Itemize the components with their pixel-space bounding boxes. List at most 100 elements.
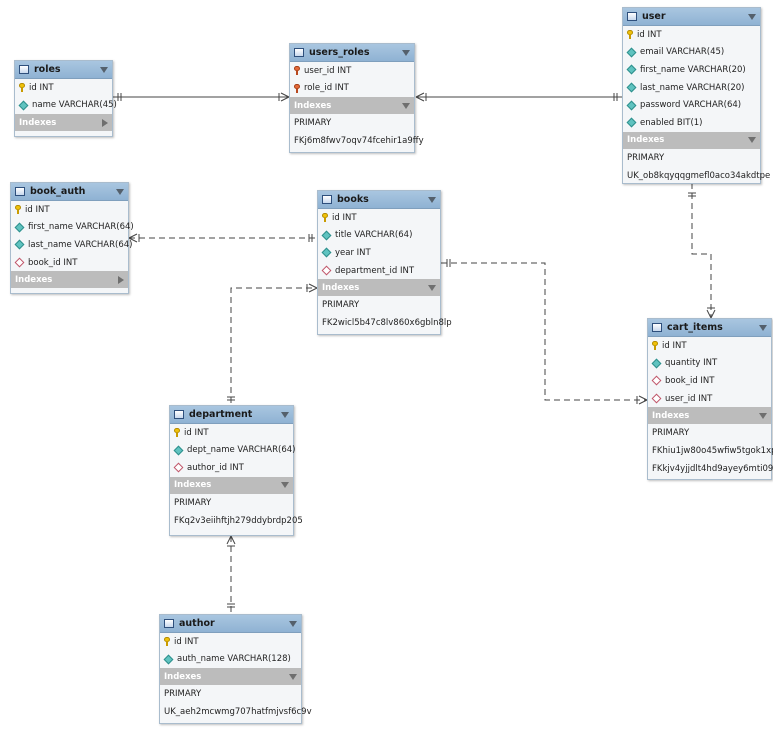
foreign-key-column-icon — [321, 265, 332, 276]
table-header[interactable]: department — [170, 406, 293, 424]
table-header[interactable]: books — [318, 191, 440, 209]
table-icon — [294, 48, 304, 57]
index-row: PRIMARY — [627, 152, 665, 163]
collapse-arrow-icon[interactable] — [281, 482, 289, 489]
table-title: author — [179, 618, 215, 629]
column-row: id INT — [623, 26, 760, 44]
indexes-section-header[interactable]: Indexes — [623, 131, 760, 149]
collapse-arrow-icon[interactable] — [116, 188, 124, 195]
table-title: cart_items — [667, 322, 723, 333]
column-icon — [626, 47, 637, 58]
collapse-arrow-icon[interactable] — [748, 137, 756, 144]
column-icon — [163, 654, 174, 665]
index-row: FKkjv4yjjdlt4hd9ayey6mti09m — [652, 464, 773, 475]
expand-arrow-icon[interactable] — [118, 275, 124, 284]
table-header[interactable]: user — [623, 8, 760, 26]
table-cart-items[interactable]: cart_items id INT quantity INT book_id I… — [647, 318, 773, 480]
column-icon — [626, 100, 637, 111]
link-department-books — [230, 287, 317, 403]
table-department[interactable]: department id INT dept_name VARCHAR(64) … — [169, 405, 303, 536]
indexes-section-header[interactable]: Indexes — [11, 271, 128, 289]
column-icon — [626, 65, 637, 75]
primary-key-icon — [322, 213, 328, 223]
index-row: FK2wicl5b47c8lv860x6gbln8lp — [322, 318, 452, 329]
primary-key-icon — [627, 30, 633, 40]
column-icon — [173, 445, 184, 456]
collapse-arrow-icon[interactable] — [428, 196, 436, 203]
column-row: role_id INT — [290, 80, 414, 98]
expand-arrow-icon[interactable] — [102, 118, 108, 127]
table-user[interactable]: user id INT email VARCHAR(45) first_name… — [622, 7, 770, 184]
collapse-arrow-icon[interactable] — [100, 66, 108, 73]
collapse-arrow-icon[interactable] — [759, 412, 767, 419]
indexes-section-header[interactable]: Indexes — [318, 279, 440, 297]
primary-key-icon — [19, 83, 25, 93]
table-title: users_roles — [309, 47, 370, 58]
index-row: PRIMARY — [164, 689, 202, 700]
indexes-section-header[interactable]: Indexes — [160, 668, 301, 686]
primary-key-icon — [652, 341, 658, 351]
column-row: id INT — [11, 201, 128, 219]
foreign-key-icon — [294, 83, 300, 93]
foreign-key-column-icon — [651, 376, 662, 386]
table-users-roles[interactable]: users_roles user_id INT role_id INT Inde… — [289, 43, 424, 153]
collapse-arrow-icon[interactable] — [402, 49, 410, 56]
collapse-arrow-icon[interactable] — [759, 324, 767, 331]
table-author[interactable]: author id INT auth_name VARCHAR(128) Ind… — [159, 614, 312, 724]
column-row: title VARCHAR(64) — [318, 227, 440, 245]
column-row: id INT — [318, 209, 440, 227]
table-icon — [164, 619, 174, 628]
collapse-arrow-icon[interactable] — [289, 620, 297, 627]
table-roles[interactable]: roles id INT name VARCHAR(45) Indexes — [14, 60, 117, 137]
collapse-arrow-icon[interactable] — [428, 284, 436, 291]
table-book-auth[interactable]: book_auth id INT first_name VARCHAR(64) … — [10, 182, 134, 294]
table-header[interactable]: book_auth — [11, 183, 128, 201]
foreign-key-icon — [294, 66, 300, 76]
indexes-section-header[interactable]: Indexes — [15, 114, 112, 132]
column-row: id INT — [170, 424, 293, 442]
column-row: name VARCHAR(45) — [15, 97, 117, 115]
table-header[interactable]: users_roles — [290, 44, 414, 62]
table-title: department — [189, 409, 253, 420]
foreign-key-column-icon — [173, 463, 184, 473]
collapse-arrow-icon[interactable] — [289, 673, 297, 680]
indexes-section-header[interactable]: Indexes — [170, 476, 293, 494]
table-header[interactable]: author — [160, 615, 301, 633]
column-row: last_name VARCHAR(64) — [11, 236, 132, 254]
column-row: book_id INT — [11, 254, 128, 272]
table-icon — [174, 410, 184, 419]
column-row: quantity INT — [648, 355, 771, 373]
column-icon — [321, 248, 332, 258]
collapse-arrow-icon[interactable] — [402, 102, 410, 109]
table-icon — [15, 187, 25, 196]
table-icon — [322, 195, 332, 204]
column-row: id INT — [15, 79, 112, 97]
table-books[interactable]: books id INT title VARCHAR(64) year INT … — [317, 190, 452, 335]
table-header[interactable]: cart_items — [648, 319, 771, 337]
link-books-cart-items — [441, 262, 647, 401]
primary-key-icon — [15, 205, 21, 215]
column-row: year INT — [318, 244, 440, 262]
index-row: PRIMARY — [174, 497, 212, 508]
column-icon — [651, 358, 662, 369]
primary-key-icon — [174, 428, 180, 438]
collapse-arrow-icon[interactable] — [748, 13, 756, 20]
column-row: id INT — [648, 337, 771, 355]
index-row: UK_aeh2mcwmg707hatfmjvsf6c9v — [164, 707, 312, 718]
index-row: FKq2v3eiihftjh279ddybrdp205 — [174, 515, 303, 526]
index-row: FKj6m8fwv7oqv74fcehir1a9ffy — [294, 136, 424, 147]
indexes-section-header[interactable]: Indexes — [648, 407, 771, 425]
indexes-section-header[interactable]: Indexes — [290, 97, 414, 115]
collapse-arrow-icon[interactable] — [281, 411, 289, 418]
table-title: user — [642, 11, 666, 22]
column-row: auth_name VARCHAR(128) — [160, 651, 301, 669]
column-row: department_id INT — [318, 262, 440, 280]
column-icon — [14, 240, 25, 250]
foreign-key-column-icon — [651, 393, 662, 404]
table-header[interactable]: roles — [15, 61, 112, 79]
index-row: PRIMARY — [294, 118, 332, 129]
index-row: PRIMARY — [322, 300, 360, 311]
index-row: PRIMARY — [652, 428, 690, 439]
column-row: enabled BIT(1) — [623, 114, 760, 132]
